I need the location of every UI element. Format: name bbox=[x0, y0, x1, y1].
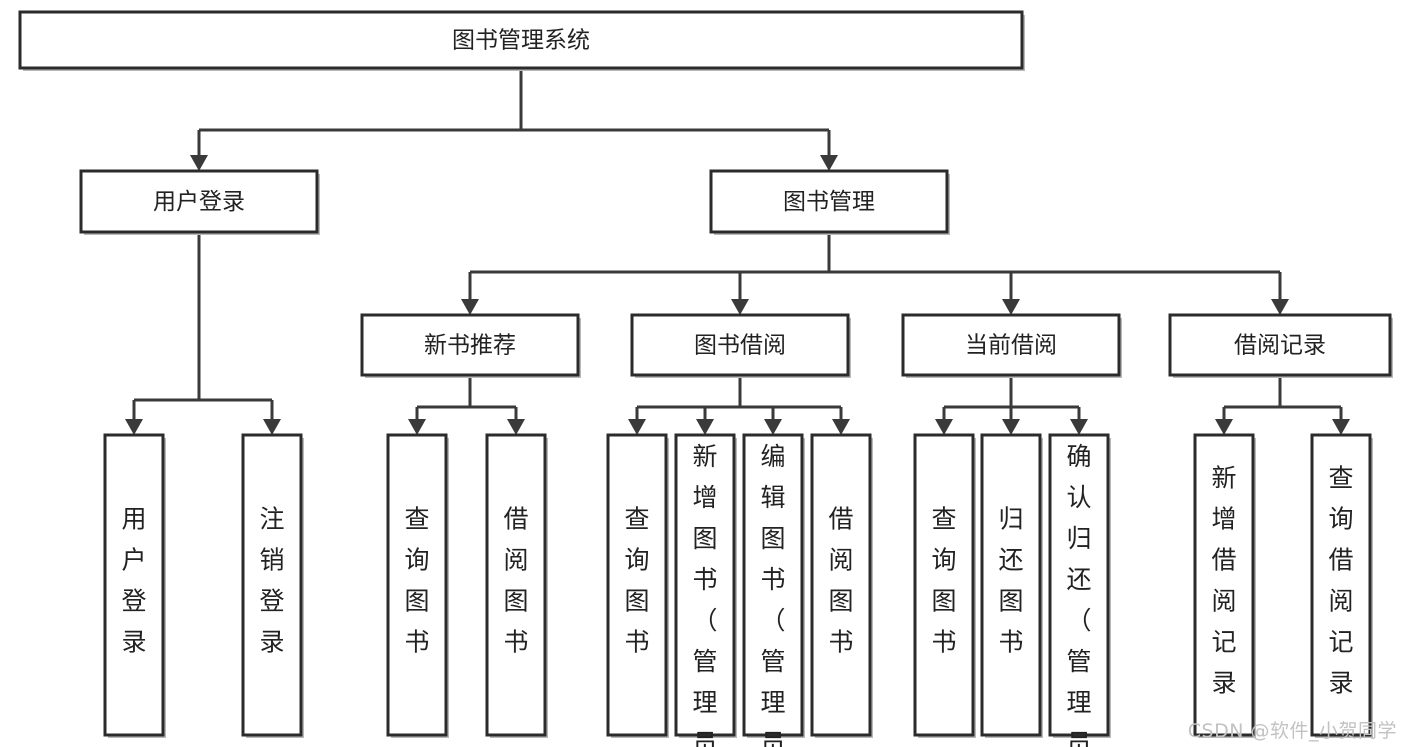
node-box-leaf-12[interactable] bbox=[1193, 433, 1255, 737]
node-box-leaf-7[interactable] bbox=[742, 433, 804, 737]
node-box-leaf-5[interactable] bbox=[606, 433, 668, 737]
node-label-leaf-10: 归还图书 bbox=[998, 505, 1023, 657]
node-box-borrow[interactable] bbox=[630, 313, 850, 377]
node-label-leaf-4: 借阅图书 bbox=[503, 505, 528, 657]
arrow-head bbox=[820, 155, 838, 171]
node-label-leaf-3: 查询图书 bbox=[404, 505, 429, 657]
arrow-head bbox=[507, 419, 525, 435]
node-label-root: 图书管理系统 bbox=[452, 28, 590, 54]
node-box-bookmgmt[interactable] bbox=[709, 169, 949, 234]
node-label-leaf-12: 新增借阅记录 bbox=[1211, 464, 1236, 698]
arrow-head bbox=[1271, 299, 1289, 315]
node-label-leaf-6: 新增图书（管理员） bbox=[692, 442, 717, 747]
arrow-head bbox=[731, 299, 749, 315]
node-box-root[interactable] bbox=[18, 10, 1024, 70]
boxes-layer bbox=[18, 10, 1393, 738]
node-label-newbook: 新书推荐 bbox=[424, 333, 516, 359]
arrow-head bbox=[125, 419, 143, 435]
connectors-layer bbox=[125, 68, 1350, 435]
node-label-current: 当前借阅 bbox=[965, 333, 1057, 359]
node-label-leaf-1: 用户登录 bbox=[121, 505, 146, 657]
arrow-head bbox=[190, 155, 208, 171]
node-box-records[interactable] bbox=[1168, 313, 1392, 377]
node-box-leaf-13[interactable] bbox=[1310, 433, 1372, 737]
arrow-head bbox=[1215, 419, 1233, 435]
node-box-login[interactable] bbox=[79, 169, 319, 234]
node-label-bookmgmt: 图书管理 bbox=[783, 189, 875, 215]
node-label-leaf-2: 注销登录 bbox=[259, 505, 284, 657]
arrow-head bbox=[832, 419, 850, 435]
arrow-head bbox=[1070, 419, 1088, 435]
node-label-leaf-5: 查询图书 bbox=[624, 505, 649, 657]
node-label-borrow: 图书借阅 bbox=[694, 333, 786, 359]
arrow-head bbox=[628, 419, 646, 435]
watermark-text: CSDN @软件_小贺同学 bbox=[1187, 720, 1397, 742]
node-box-current[interactable] bbox=[901, 313, 1121, 377]
arrow-head bbox=[764, 419, 782, 435]
node-box-leaf-3[interactable] bbox=[386, 433, 448, 737]
arrow-head bbox=[1002, 419, 1020, 435]
arrow-head bbox=[461, 299, 479, 315]
node-box-leaf-9[interactable] bbox=[913, 433, 975, 737]
node-box-leaf-6[interactable] bbox=[674, 433, 736, 737]
node-box-leaf-4[interactable] bbox=[485, 433, 547, 737]
labels-layer: 图书管理系统用户登录图书管理新书推荐图书借阅当前借阅借阅记录用户登录注销登录查询… bbox=[121, 28, 1353, 747]
node-label-leaf-11: 确认归还（管理员） bbox=[1066, 442, 1091, 747]
node-box-newbook[interactable] bbox=[360, 313, 580, 377]
node-label-login: 用户登录 bbox=[153, 189, 245, 215]
node-box-leaf-10[interactable] bbox=[980, 433, 1042, 737]
node-label-leaf-9: 查询图书 bbox=[931, 505, 956, 657]
node-label-records: 借阅记录 bbox=[1234, 333, 1326, 359]
arrow-head bbox=[408, 419, 426, 435]
node-label-leaf-7: 编辑图书（管理员） bbox=[760, 442, 785, 747]
arrow-head bbox=[1002, 299, 1020, 315]
node-box-leaf-11[interactable] bbox=[1048, 433, 1110, 737]
node-label-leaf-13: 查询借阅记录 bbox=[1328, 464, 1353, 698]
node-box-leaf-8[interactable] bbox=[810, 433, 872, 737]
arrow-head bbox=[263, 419, 281, 435]
node-box-leaf-2[interactable] bbox=[241, 433, 303, 737]
arrow-head bbox=[1332, 419, 1350, 435]
arrow-head bbox=[935, 419, 953, 435]
arrow-head bbox=[696, 419, 714, 435]
node-box-leaf-1[interactable] bbox=[103, 433, 165, 737]
node-label-leaf-8: 借阅图书 bbox=[828, 505, 853, 657]
